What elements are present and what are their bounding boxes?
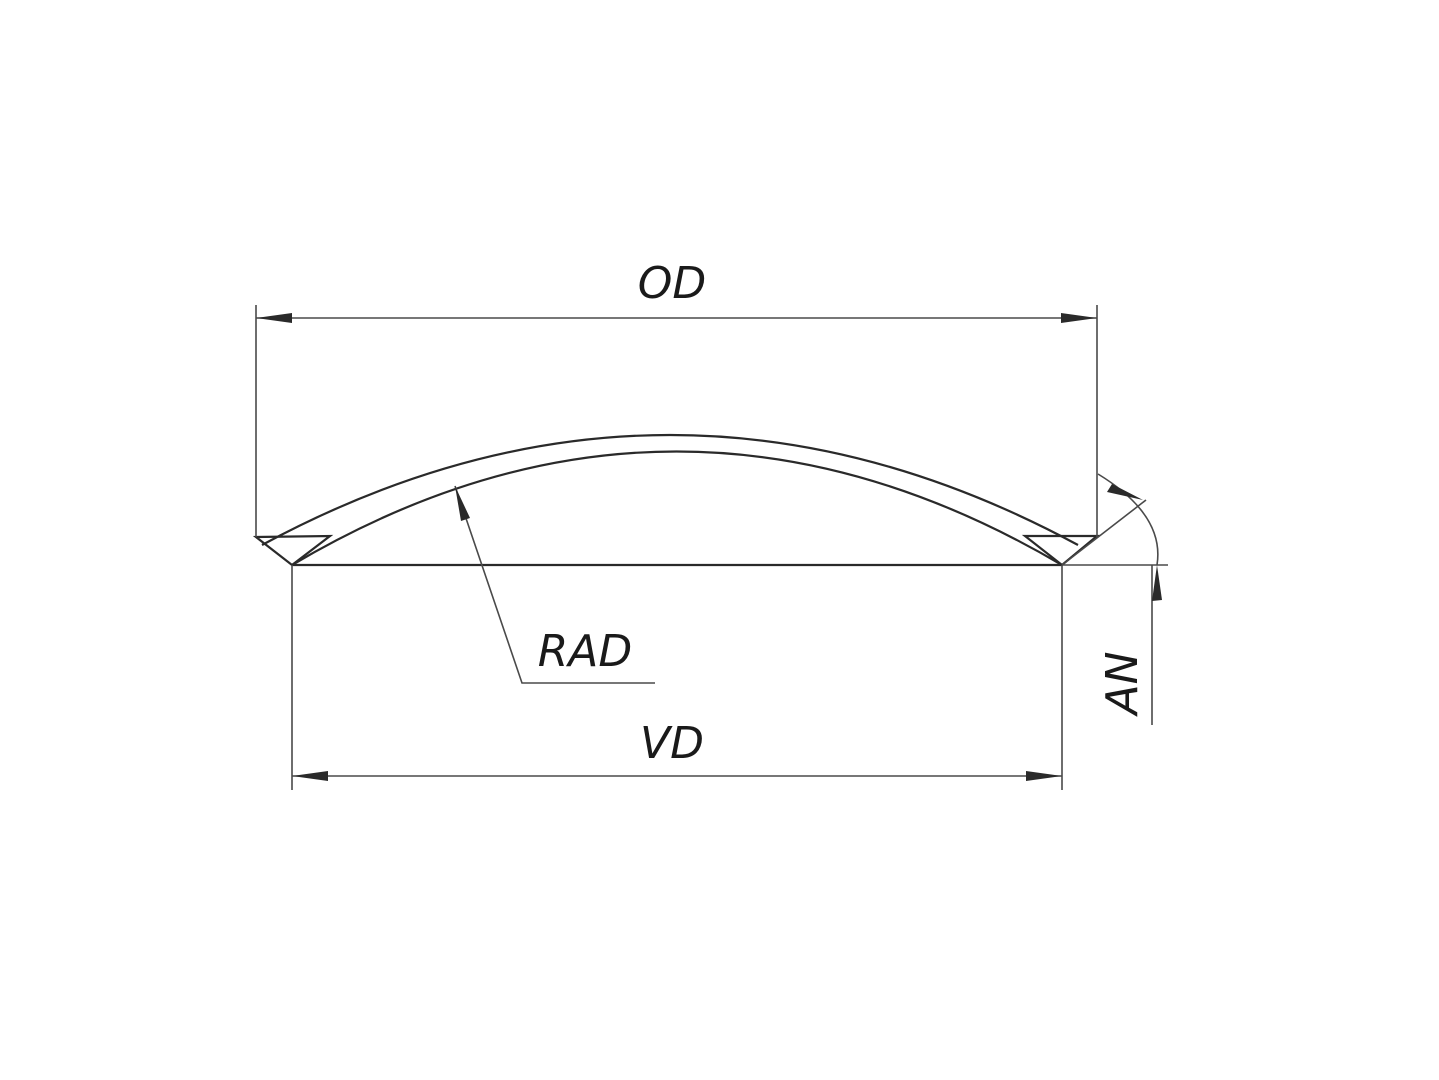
od-arrow-right (1061, 313, 1097, 323)
rad-leader-line (454, 485, 655, 684)
left-flange (252, 534, 334, 567)
rad-label: RAD (538, 626, 633, 677)
od-label: OD (638, 258, 707, 309)
dome-inner-arc (291, 450, 1063, 566)
rad-arrow (455, 486, 470, 521)
vd-arrow-left (292, 771, 328, 781)
an-arrow-bottom (1152, 565, 1162, 601)
vd-arrow-right (1026, 771, 1062, 781)
an-label: AN (1097, 651, 1148, 717)
an-dimension: AN (1061, 473, 1168, 725)
an-slope-extension (1061, 499, 1147, 566)
od-dimension: OD (255, 258, 1098, 537)
rad-leader: RAD (454, 485, 655, 684)
dome-part (252, 433, 1101, 567)
vd-label: VD (640, 718, 704, 769)
od-arrow-left (256, 313, 292, 323)
an-arrow-top (1107, 484, 1143, 500)
vd-dimension: VD (291, 565, 1063, 790)
dome-outer-arc (261, 433, 1079, 546)
an-arc (1097, 473, 1159, 566)
